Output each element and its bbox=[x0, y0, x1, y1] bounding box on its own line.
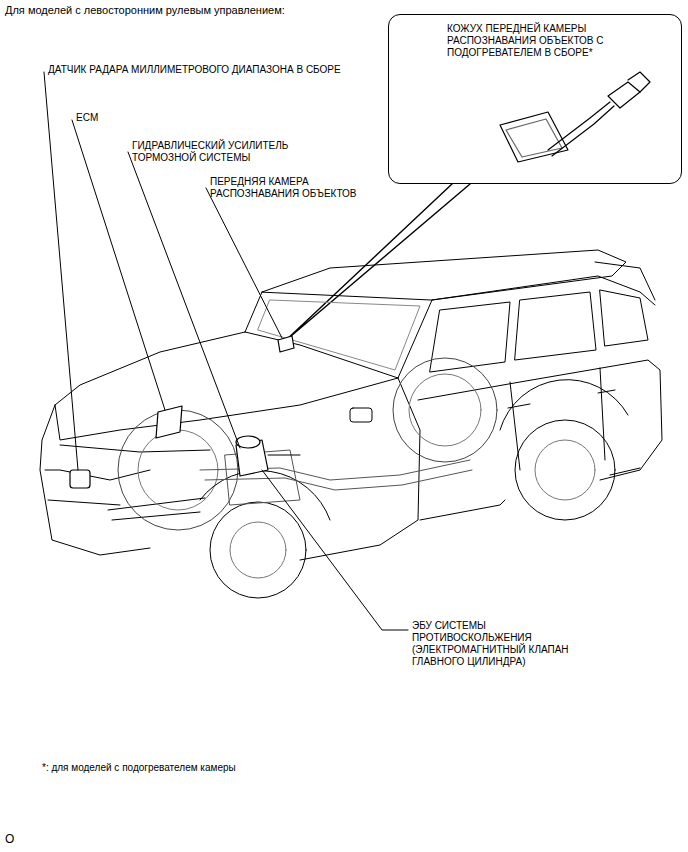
part-label: ДАТЧИК РАДАРА МИЛЛИМЕТРОВОГО ДИАПАЗОНА В… bbox=[48, 64, 341, 76]
part-label: ЭБУ СИСТЕМЫ ПРОТИВОСКОЛЬЖЕНИЯ (ЭЛЕКТРОМА… bbox=[412, 620, 584, 668]
page-title: Для моделей с левосторонним рулевым упра… bbox=[5, 4, 285, 17]
inset-caption: КОЖУХ ПЕРЕДНЕЙ КАМЕРЫ РАСПОЗНАВАНИЯ ОБЪЕ… bbox=[447, 23, 647, 59]
ecm-unit bbox=[156, 406, 182, 438]
part-label: ПЕРЕДНЯЯ КАМЕРА РАСПОЗНАВАНИЯ ОБЪЕКТОВ bbox=[210, 176, 378, 200]
part-label: ECM bbox=[76, 112, 98, 124]
radar-sensor bbox=[70, 470, 90, 488]
inset-pointer bbox=[284, 184, 470, 342]
footnote: *: для моделей с подогревателем камеры bbox=[42, 762, 236, 774]
camera-cover-drawing bbox=[500, 72, 650, 162]
page-mark: O bbox=[5, 832, 14, 846]
part-label: ГИДРАВЛИЧЕСКИЙ УСИЛИТЕЛЬ ТОРМОЗНОЙ СИСТЕ… bbox=[132, 140, 332, 164]
leader-lines bbox=[44, 72, 408, 630]
front-camera bbox=[278, 336, 294, 352]
inset-box: КОЖУХ ПЕРЕДНЕЙ КАМЕРЫ РАСПОЗНАВАНИЯ ОБЪЕ… bbox=[388, 14, 682, 184]
